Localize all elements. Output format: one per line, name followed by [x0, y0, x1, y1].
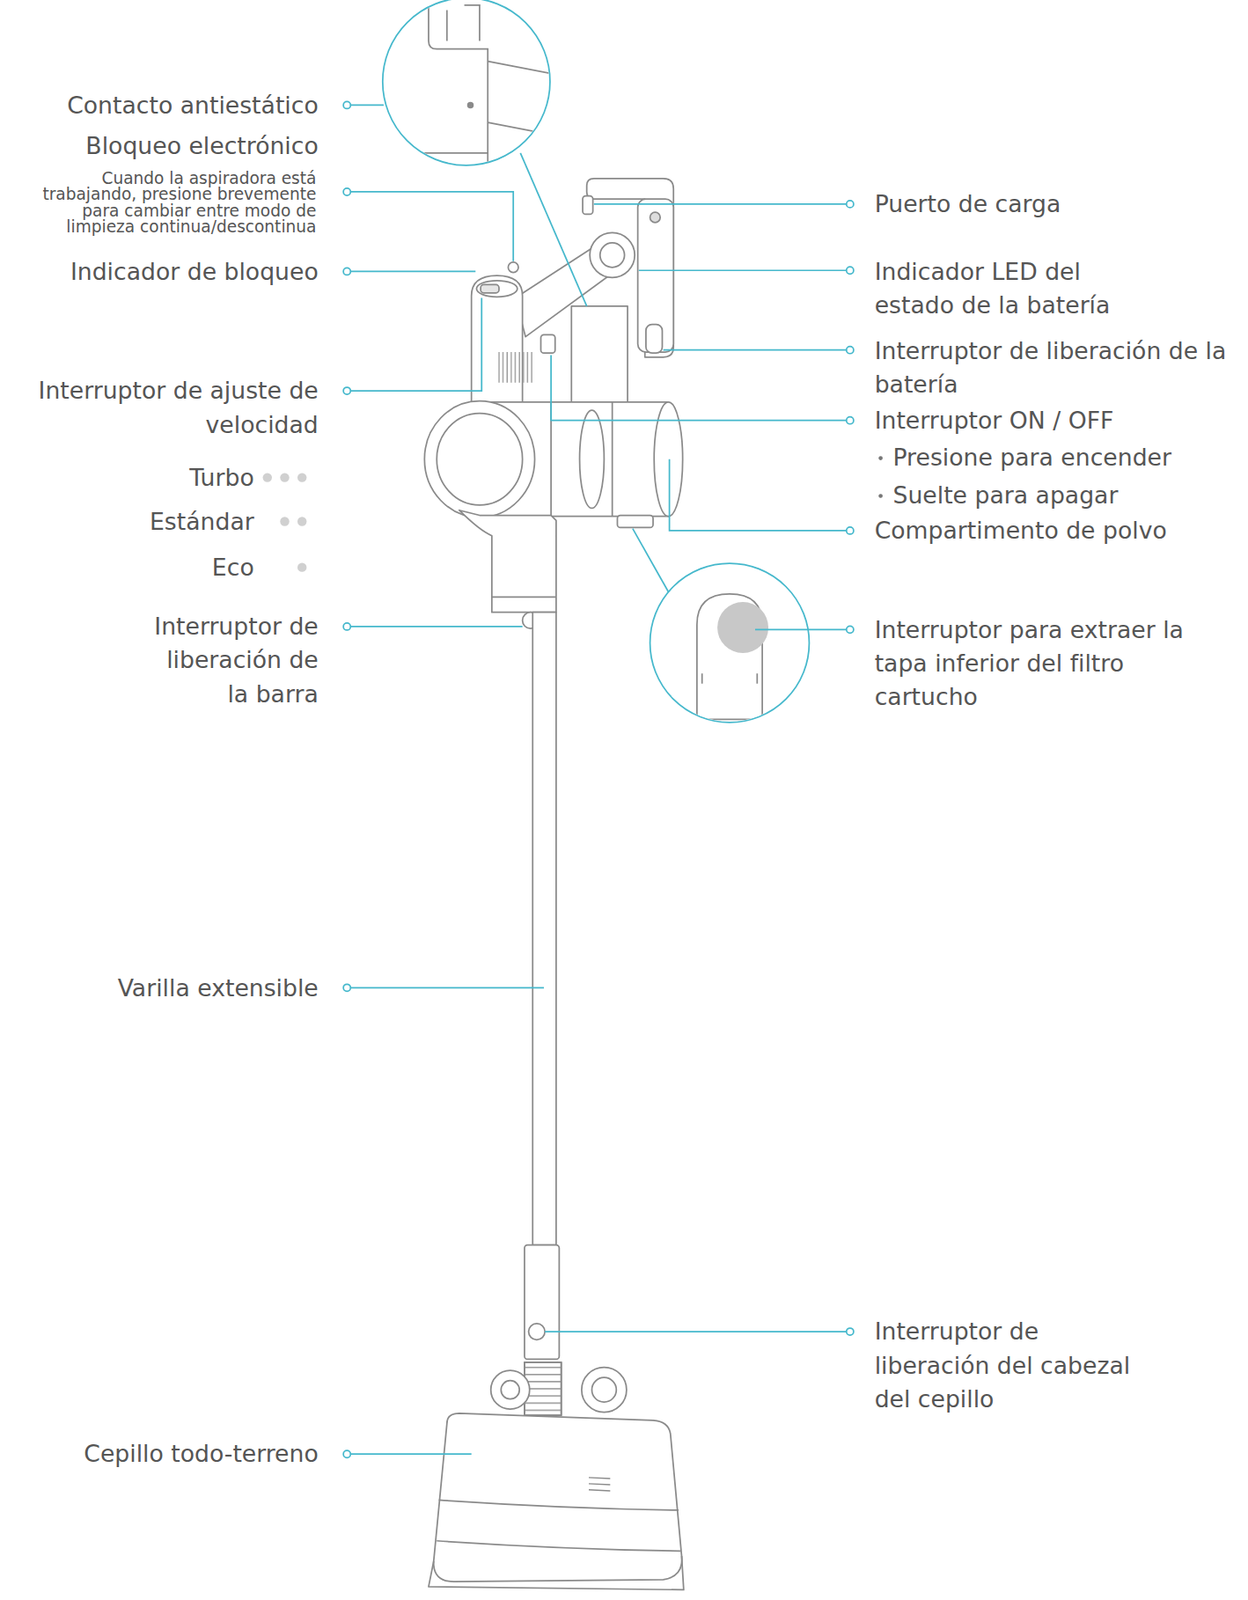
- part-label: Indicador de bloqueo: [12, 255, 319, 289]
- part-label: Interruptor de liberación del cabezal de…: [874, 1315, 1151, 1417]
- part-label: Bloqueo electrónico: [12, 129, 319, 163]
- part-label: Contacto antiestático: [12, 88, 319, 123]
- part-label: Varilla extensible: [12, 971, 319, 1006]
- part-label: Interruptor de liberación de la batería: [874, 334, 1238, 403]
- part-label: Cepillo todo-terreno: [12, 1438, 319, 1472]
- part-label: Interruptor de ajuste de velocidad: [27, 374, 318, 443]
- instruction: Suelte para apagar: [893, 478, 1241, 513]
- speed-mode: Eco: [101, 550, 255, 585]
- part-label: Interruptor para extraer la tapa inferio…: [874, 613, 1191, 715]
- part-label: Indicador LED del estado de la batería: [874, 255, 1131, 324]
- part-label: Interruptor ON / OFF: [874, 403, 1238, 438]
- speed-mode: Turbo: [101, 461, 255, 495]
- part-label: Compartimento de polvo: [874, 513, 1238, 548]
- part-label: Interruptor de liberación de la barra: [139, 609, 319, 712]
- part-label: Puerto de carga: [874, 187, 1238, 221]
- bullet-dot: [878, 455, 883, 461]
- instruction: Presione para encender: [893, 440, 1241, 475]
- note-text: Cuando la aspiradora está trabajando, pr…: [10, 170, 317, 236]
- speed-mode: Estándar: [101, 505, 255, 539]
- bullet-dot: [878, 493, 883, 499]
